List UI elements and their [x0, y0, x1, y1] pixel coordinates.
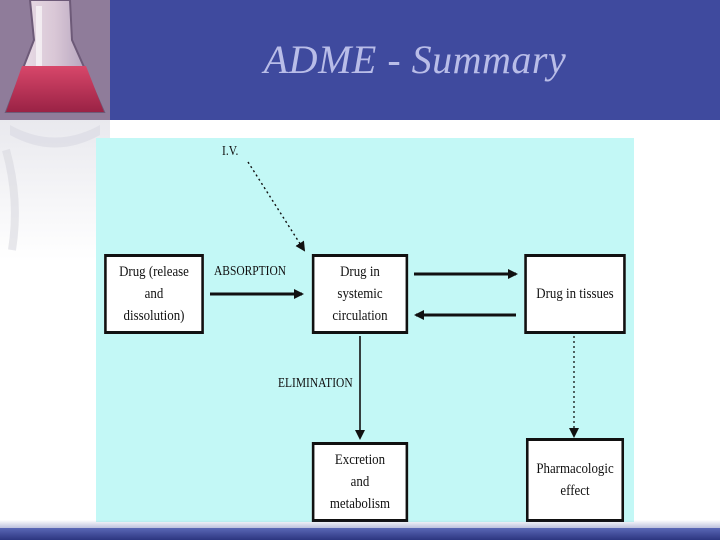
footer-bar [0, 528, 720, 540]
diagram-connectors [210, 161, 579, 440]
flask-icon [0, 0, 110, 260]
box-systemic-circulation: Drug in systemic circulation [311, 254, 409, 334]
slide-title: ADME - Summary [263, 37, 567, 82]
box-pharmacologic-effect: Pharmacologic effect [525, 438, 625, 522]
footer-fade [0, 520, 720, 528]
label-iv: I.V. [222, 144, 239, 159]
header-bar [0, 0, 720, 120]
box-excretion-metabolism: Excretion and metabolism [311, 442, 409, 522]
iv-arrow [247, 161, 306, 252]
box-drug-in-tissues: Drug in tissues [524, 254, 626, 334]
label-elimination: ELIMINATION [278, 376, 353, 391]
box-drug-release: Drug (release and dissolution) [104, 254, 204, 334]
label-absorption: ABSORPTION [214, 264, 287, 279]
adme-diagram: Drug (release and dissolution) Drug in s… [96, 138, 634, 522]
